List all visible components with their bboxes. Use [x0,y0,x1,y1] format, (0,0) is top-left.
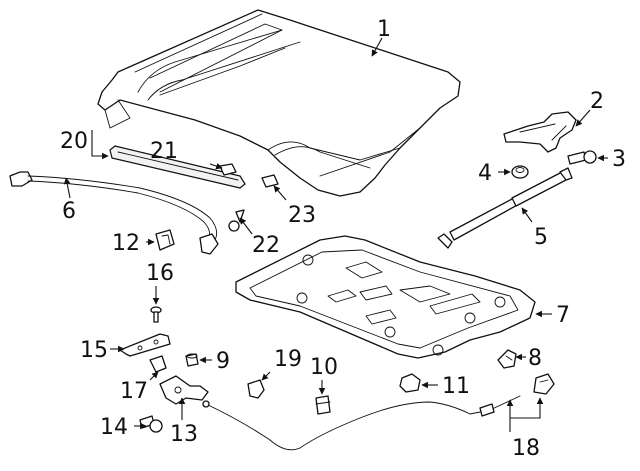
clip-19 [247,379,265,399]
callout-14: 14 [100,415,128,440]
callout-2: 2 [590,89,604,114]
callout-19: 19 [274,347,302,372]
callout-18: 18 [512,436,540,461]
bolt-16 [150,306,162,323]
cable-clip-10 [315,395,331,415]
callout-8: 8 [528,346,542,371]
callout-9: 9 [216,349,230,374]
nut-9 [185,353,199,367]
hood-bumper-21 [219,163,237,176]
callout-21: 21 [150,139,178,164]
hood-insulator [235,235,536,359]
screw-22 [228,209,245,232]
callout-23: 23 [288,203,316,228]
callout-10: 10 [310,355,338,380]
weatherstrip-seal [109,145,246,189]
callout-20: 20 [60,129,88,154]
callout-4: 4 [478,161,492,186]
leader-lines [63,37,608,432]
callout-11: 11 [442,374,470,399]
hood-lift-strut [437,167,573,249]
hood-panel [97,9,461,197]
callout-5: 5 [534,225,548,250]
hood-hinge [503,111,577,153]
clip-8 [497,349,517,369]
latch-housing [149,355,167,373]
grommet-12 [155,229,175,251]
hood-bumper-23 [261,174,279,188]
callout-6: 6 [62,199,76,224]
callout-1: 1 [377,17,391,42]
hood-prop-rod [9,171,219,255]
hood-latch [159,375,209,405]
callout-22: 22 [252,233,280,258]
callout-12: 12 [112,231,140,256]
release-cable [202,373,555,451]
bolt-3 [567,150,597,165]
callout-15: 15 [80,338,108,363]
latch-bracket [119,333,171,357]
callout-16: 16 [146,261,174,286]
callout-3: 3 [612,147,626,172]
callout-13: 13 [170,422,198,447]
bolt-14 [139,415,163,433]
nut-4 [511,165,529,179]
callout-17: 17 [120,379,148,404]
callout-labels: 1 2 3 4 5 6 7 8 9 10 11 12 13 14 15 16 1… [60,17,626,461]
callout-7: 7 [556,303,570,328]
bumper-11 [399,373,421,393]
